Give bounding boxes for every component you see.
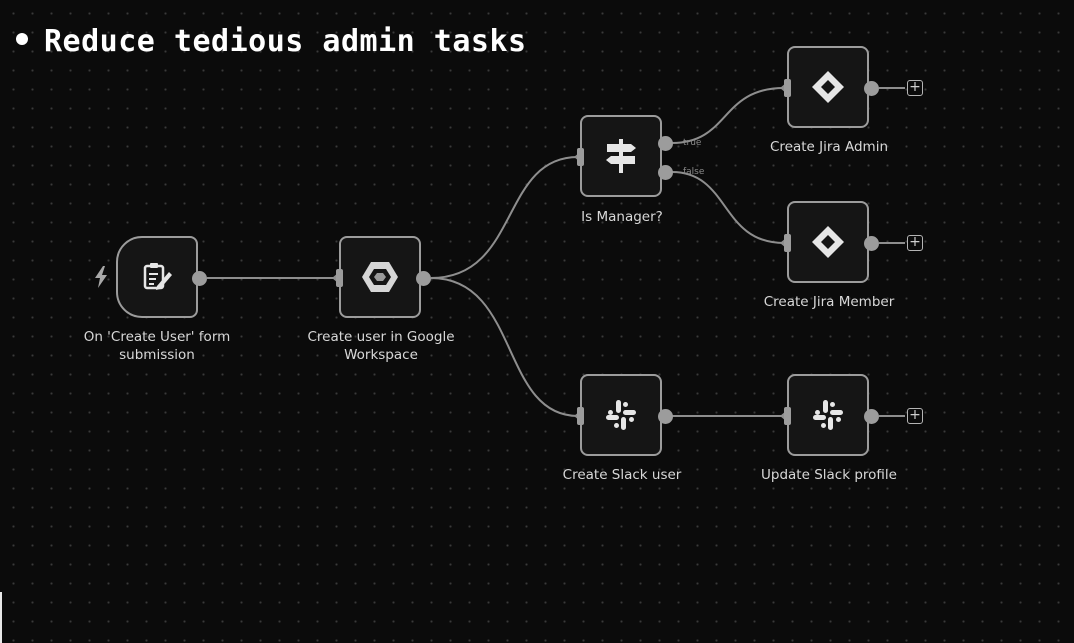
add-node-button[interactable]: + xyxy=(907,235,923,251)
jira-icon xyxy=(812,71,844,103)
edge-google-to-ismanager xyxy=(430,156,579,279)
heading-text: Reduce tedious admin tasks xyxy=(44,24,527,59)
node-slack-user[interactable] xyxy=(580,374,662,456)
slack-icon xyxy=(813,400,843,430)
output-port[interactable] xyxy=(864,236,879,251)
output-port[interactable] xyxy=(192,271,207,286)
node-label-is-manager: Is Manager? xyxy=(581,209,663,225)
node-jira-member[interactable] xyxy=(787,201,869,283)
input-port[interactable] xyxy=(577,407,584,425)
node-label-form-trigger: On 'Create User' form submission xyxy=(83,329,231,363)
output-port[interactable] xyxy=(864,81,879,96)
add-node-button[interactable]: + xyxy=(907,80,923,96)
page-heading: Reduce tedious admin tasks xyxy=(16,24,527,59)
lightning-bolt-icon xyxy=(94,266,108,292)
output-port-false[interactable] xyxy=(658,165,673,180)
output-port-true[interactable] xyxy=(658,136,673,151)
input-port[interactable] xyxy=(336,269,343,287)
edge-google-to-slackuser xyxy=(430,277,579,417)
node-label-slack-user: Create Slack user xyxy=(562,467,682,483)
node-label-jira-member: Create Jira Member xyxy=(763,294,895,310)
branch-label-false: false xyxy=(683,167,705,177)
google-workspace-icon xyxy=(362,262,398,292)
input-port[interactable] xyxy=(784,79,791,97)
input-port[interactable] xyxy=(577,148,584,166)
bullet-icon xyxy=(16,32,28,45)
text-cursor xyxy=(0,592,2,643)
input-port[interactable] xyxy=(784,407,791,425)
add-node-button[interactable]: + xyxy=(907,408,923,424)
form-pencil-icon xyxy=(143,263,172,290)
slack-icon xyxy=(606,400,636,430)
node-slack-profile[interactable] xyxy=(787,374,869,456)
output-port[interactable] xyxy=(416,271,431,286)
edge-true-to-jiraadmin xyxy=(671,87,785,144)
output-port[interactable] xyxy=(658,409,673,424)
signpost-if-icon xyxy=(606,139,636,173)
node-label-jira-admin: Create Jira Admin xyxy=(769,139,889,155)
output-port[interactable] xyxy=(864,409,879,424)
node-label-google-workspace: Create user in Google Workspace xyxy=(307,329,455,363)
branch-label-true: true xyxy=(683,138,702,148)
node-google-workspace[interactable] xyxy=(339,236,421,318)
node-is-manager[interactable] xyxy=(580,115,662,197)
edge-false-to-jiramember xyxy=(671,171,785,244)
jira-icon xyxy=(812,226,844,258)
node-form-trigger[interactable] xyxy=(116,236,198,318)
input-port[interactable] xyxy=(784,234,791,252)
node-label-slack-profile: Update Slack profile xyxy=(761,467,897,483)
node-jira-admin[interactable] xyxy=(787,46,869,128)
